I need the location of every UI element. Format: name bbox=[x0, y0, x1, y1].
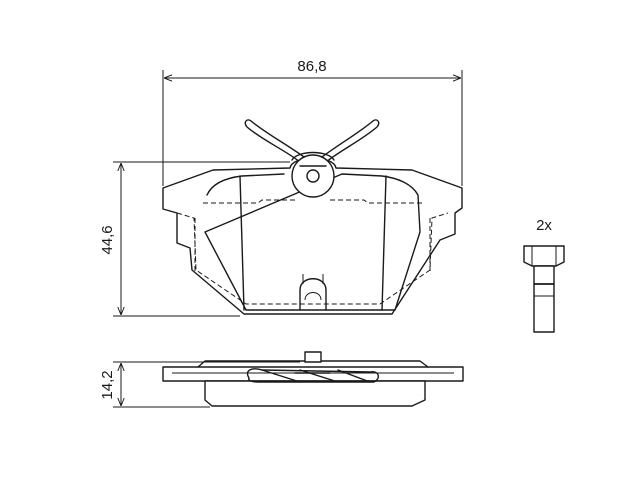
height-dimension-label: 44,6 bbox=[99, 225, 116, 254]
bolt-quantity-label: 2x bbox=[536, 217, 552, 234]
side-view-tab bbox=[304, 351, 322, 363]
chamfer-line-right bbox=[381, 175, 387, 311]
bolt-thread bbox=[533, 283, 555, 333]
pad-side-view bbox=[162, 351, 464, 407]
hidden-line-outer bbox=[176, 212, 449, 305]
accessory-bolt: 2x bbox=[523, 217, 565, 333]
friction-block-side bbox=[204, 380, 426, 407]
spring-mounting-eye bbox=[291, 154, 335, 198]
bolt-shank bbox=[533, 265, 555, 285]
hidden-line-top bbox=[203, 199, 423, 204]
width-dimension: 86,8 bbox=[162, 58, 463, 186]
backing-plate-outline bbox=[162, 157, 463, 315]
thickness-dimension-label: 14,2 bbox=[99, 370, 116, 399]
bolt-head bbox=[523, 245, 565, 267]
wear-indicator-recess bbox=[299, 274, 327, 311]
chamfer-line-left bbox=[239, 175, 245, 311]
pad-front-view bbox=[162, 119, 463, 315]
height-dimension: 44,6 bbox=[99, 161, 290, 317]
width-dimension-label: 86,8 bbox=[297, 58, 326, 75]
spring-side-view bbox=[246, 368, 380, 383]
anti-rattle-spring bbox=[244, 119, 380, 163]
thickness-dimension: 14,2 bbox=[99, 361, 300, 408]
